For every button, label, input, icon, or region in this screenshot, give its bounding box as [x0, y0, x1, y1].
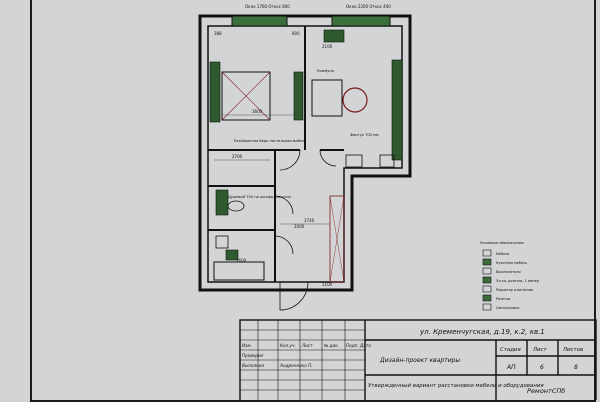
inner-wall-line: [207, 25, 403, 283]
door-swing: [274, 195, 294, 215]
legend-swatch: [482, 276, 492, 284]
legend-item: Розетки: [496, 297, 510, 301]
dim-1600: 1600: [236, 258, 247, 263]
legend-item: Эл-ка, розетки, 1 ампер: [496, 279, 539, 283]
legend-item: Выключатели: [496, 270, 521, 274]
door-swing: [319, 149, 337, 167]
title-block-cell: Дата: [359, 343, 371, 348]
bath-cabinet-small: [225, 249, 239, 261]
title-block-cell: Андриченко П.: [279, 363, 313, 368]
legend-swatch: [482, 285, 492, 293]
window-kitchen: [331, 15, 391, 27]
company-text: РемонтСПб: [527, 387, 565, 395]
bed: [221, 71, 271, 121]
bedroom-note: Разобранная бедь постельная мебель: [234, 139, 306, 143]
dim-3600: 3600: [252, 109, 263, 114]
bed-cross: [221, 71, 271, 121]
door-swing: [274, 235, 294, 255]
sheet-value: 6: [540, 364, 544, 371]
sheet-title-text: Утвержденный вариант расстановки мебели …: [368, 383, 544, 389]
title-block-cell: Выполнил: [242, 363, 265, 368]
bathtub: [213, 261, 265, 281]
dimension-lines: [214, 114, 330, 225]
project-text: Дизайн-проект квартиры: [379, 357, 460, 364]
legend-swatch: [482, 303, 492, 311]
hall-wardrobe-cross: [329, 195, 345, 283]
washbasin: [215, 235, 229, 249]
window-bedroom: [231, 15, 288, 27]
dim-388: 388: [214, 31, 222, 36]
title-block-grid: [240, 320, 365, 400]
furniture-green: [209, 29, 403, 261]
shower-note: Душевой 700 на шкафы, постель: [228, 195, 291, 199]
sheet-header: Лист: [532, 347, 548, 353]
dim-800: 800: [292, 31, 300, 36]
title-block-cell: Подп.: [346, 343, 359, 348]
stage-value: АП: [506, 364, 516, 371]
kitchen-unit: [323, 29, 345, 43]
sofa: [311, 79, 343, 117]
title-block-cell: Лист: [301, 343, 313, 348]
doors: [274, 149, 337, 311]
walls: [198, 14, 412, 292]
toilet: [227, 200, 245, 212]
title-block-cell: Изм.: [242, 343, 252, 348]
legend-item: Кухонная мебель: [496, 261, 527, 265]
dimension-labels: 388 800 2100 3600 2700 3740 1600 2000 11…: [214, 31, 333, 287]
entrance-door-swing: [279, 281, 309, 311]
top-right-window-dim: Окно 2200 Откос 400: [346, 4, 391, 9]
address-text: ул. Кременчугская, д.19, к.2, кв.1: [419, 328, 545, 336]
legend-item: Светильники: [496, 306, 519, 310]
title-block-cell: Кол.уч.: [280, 343, 296, 348]
sink: [379, 154, 395, 168]
door-swing: [279, 149, 301, 171]
legend-item: Радиатор отопления: [496, 288, 533, 292]
kitchen-note: Фартук 700 мм: [350, 133, 379, 137]
dim-2700: 2700: [232, 154, 243, 159]
legend-swatch: [482, 267, 492, 275]
title-block-cell: № док.: [323, 343, 339, 348]
legend-swatch: [482, 249, 492, 257]
title-block-cell: Проверил: [242, 353, 264, 358]
legend-title: Условные обозначения: [480, 241, 524, 245]
title-block-text: ул. Кременчугская, д.19, к.2, кв.1 Дизай…: [242, 328, 583, 395]
kitchen-counter: [391, 59, 403, 161]
legend-swatch: [482, 294, 492, 302]
legend-item: Мебель: [496, 252, 509, 256]
stove: [345, 154, 363, 168]
top-left-window-dim: Окно 1760 Откос 800: [245, 4, 290, 9]
legend-swatch: [482, 258, 492, 266]
title-block-frame: [239, 319, 597, 400]
hall-wardrobe: [329, 195, 345, 283]
dim-2000: 2000: [294, 224, 305, 229]
kitchen-table: [342, 87, 368, 113]
sheets-value: 8: [574, 364, 578, 371]
bath-cabinet: [215, 189, 229, 216]
wardrobe: [209, 61, 221, 123]
outer-wall: [198, 14, 412, 292]
dim-1100: 1100: [322, 282, 333, 287]
stage-header: Стадия: [500, 347, 521, 353]
dim-2100: 2100: [322, 44, 333, 49]
sheets-header: Листов: [562, 347, 583, 353]
other-note: Коммуна: [317, 69, 334, 73]
radiator: [293, 71, 304, 121]
title-block: [239, 319, 597, 400]
dim-3740: 3740: [304, 218, 315, 223]
